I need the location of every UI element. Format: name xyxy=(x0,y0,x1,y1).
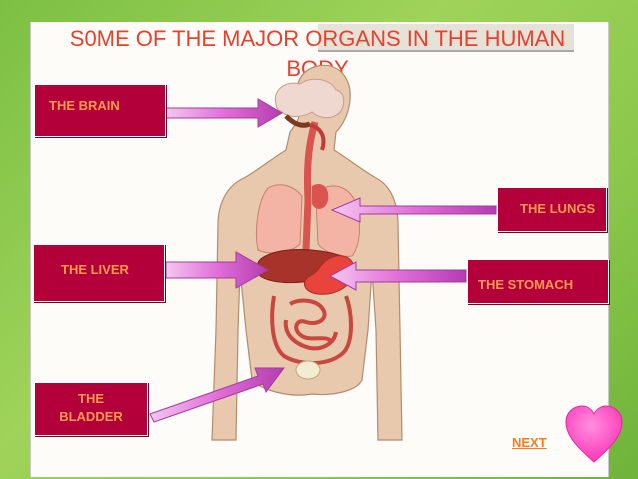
label-the-bladder[interactable]: THE BLADDER xyxy=(34,382,148,436)
label-the-lungs[interactable]: THE LUNGS xyxy=(497,187,607,232)
label-the-stomach-text: THE STOMACH xyxy=(478,277,574,292)
arrow-icon xyxy=(149,367,285,423)
arrow-icon xyxy=(165,251,270,289)
arrow-icon xyxy=(328,261,467,291)
label-the-stomach[interactable]: THE STOMACH xyxy=(467,259,609,304)
bladder-organ xyxy=(295,360,321,380)
next-link[interactable]: NEXT xyxy=(512,435,547,450)
label-the-brain[interactable]: THE BRAIN xyxy=(34,84,166,137)
heart-icon xyxy=(565,405,623,463)
label-the-liver[interactable]: THE LIVER xyxy=(33,244,165,302)
label-the-brain-text: THE BRAIN xyxy=(49,98,120,113)
brain-organ xyxy=(274,78,345,119)
label-the-bladder-text: THE BLADDER xyxy=(59,391,123,424)
stomach-organ xyxy=(303,255,355,295)
arrow-icon xyxy=(165,98,283,128)
title-highlight-bar xyxy=(318,24,574,52)
label-the-lungs-text: THE LUNGS xyxy=(520,201,596,216)
label-the-liver-text: THE LIVER xyxy=(61,262,129,277)
arrow-icon xyxy=(330,197,497,223)
